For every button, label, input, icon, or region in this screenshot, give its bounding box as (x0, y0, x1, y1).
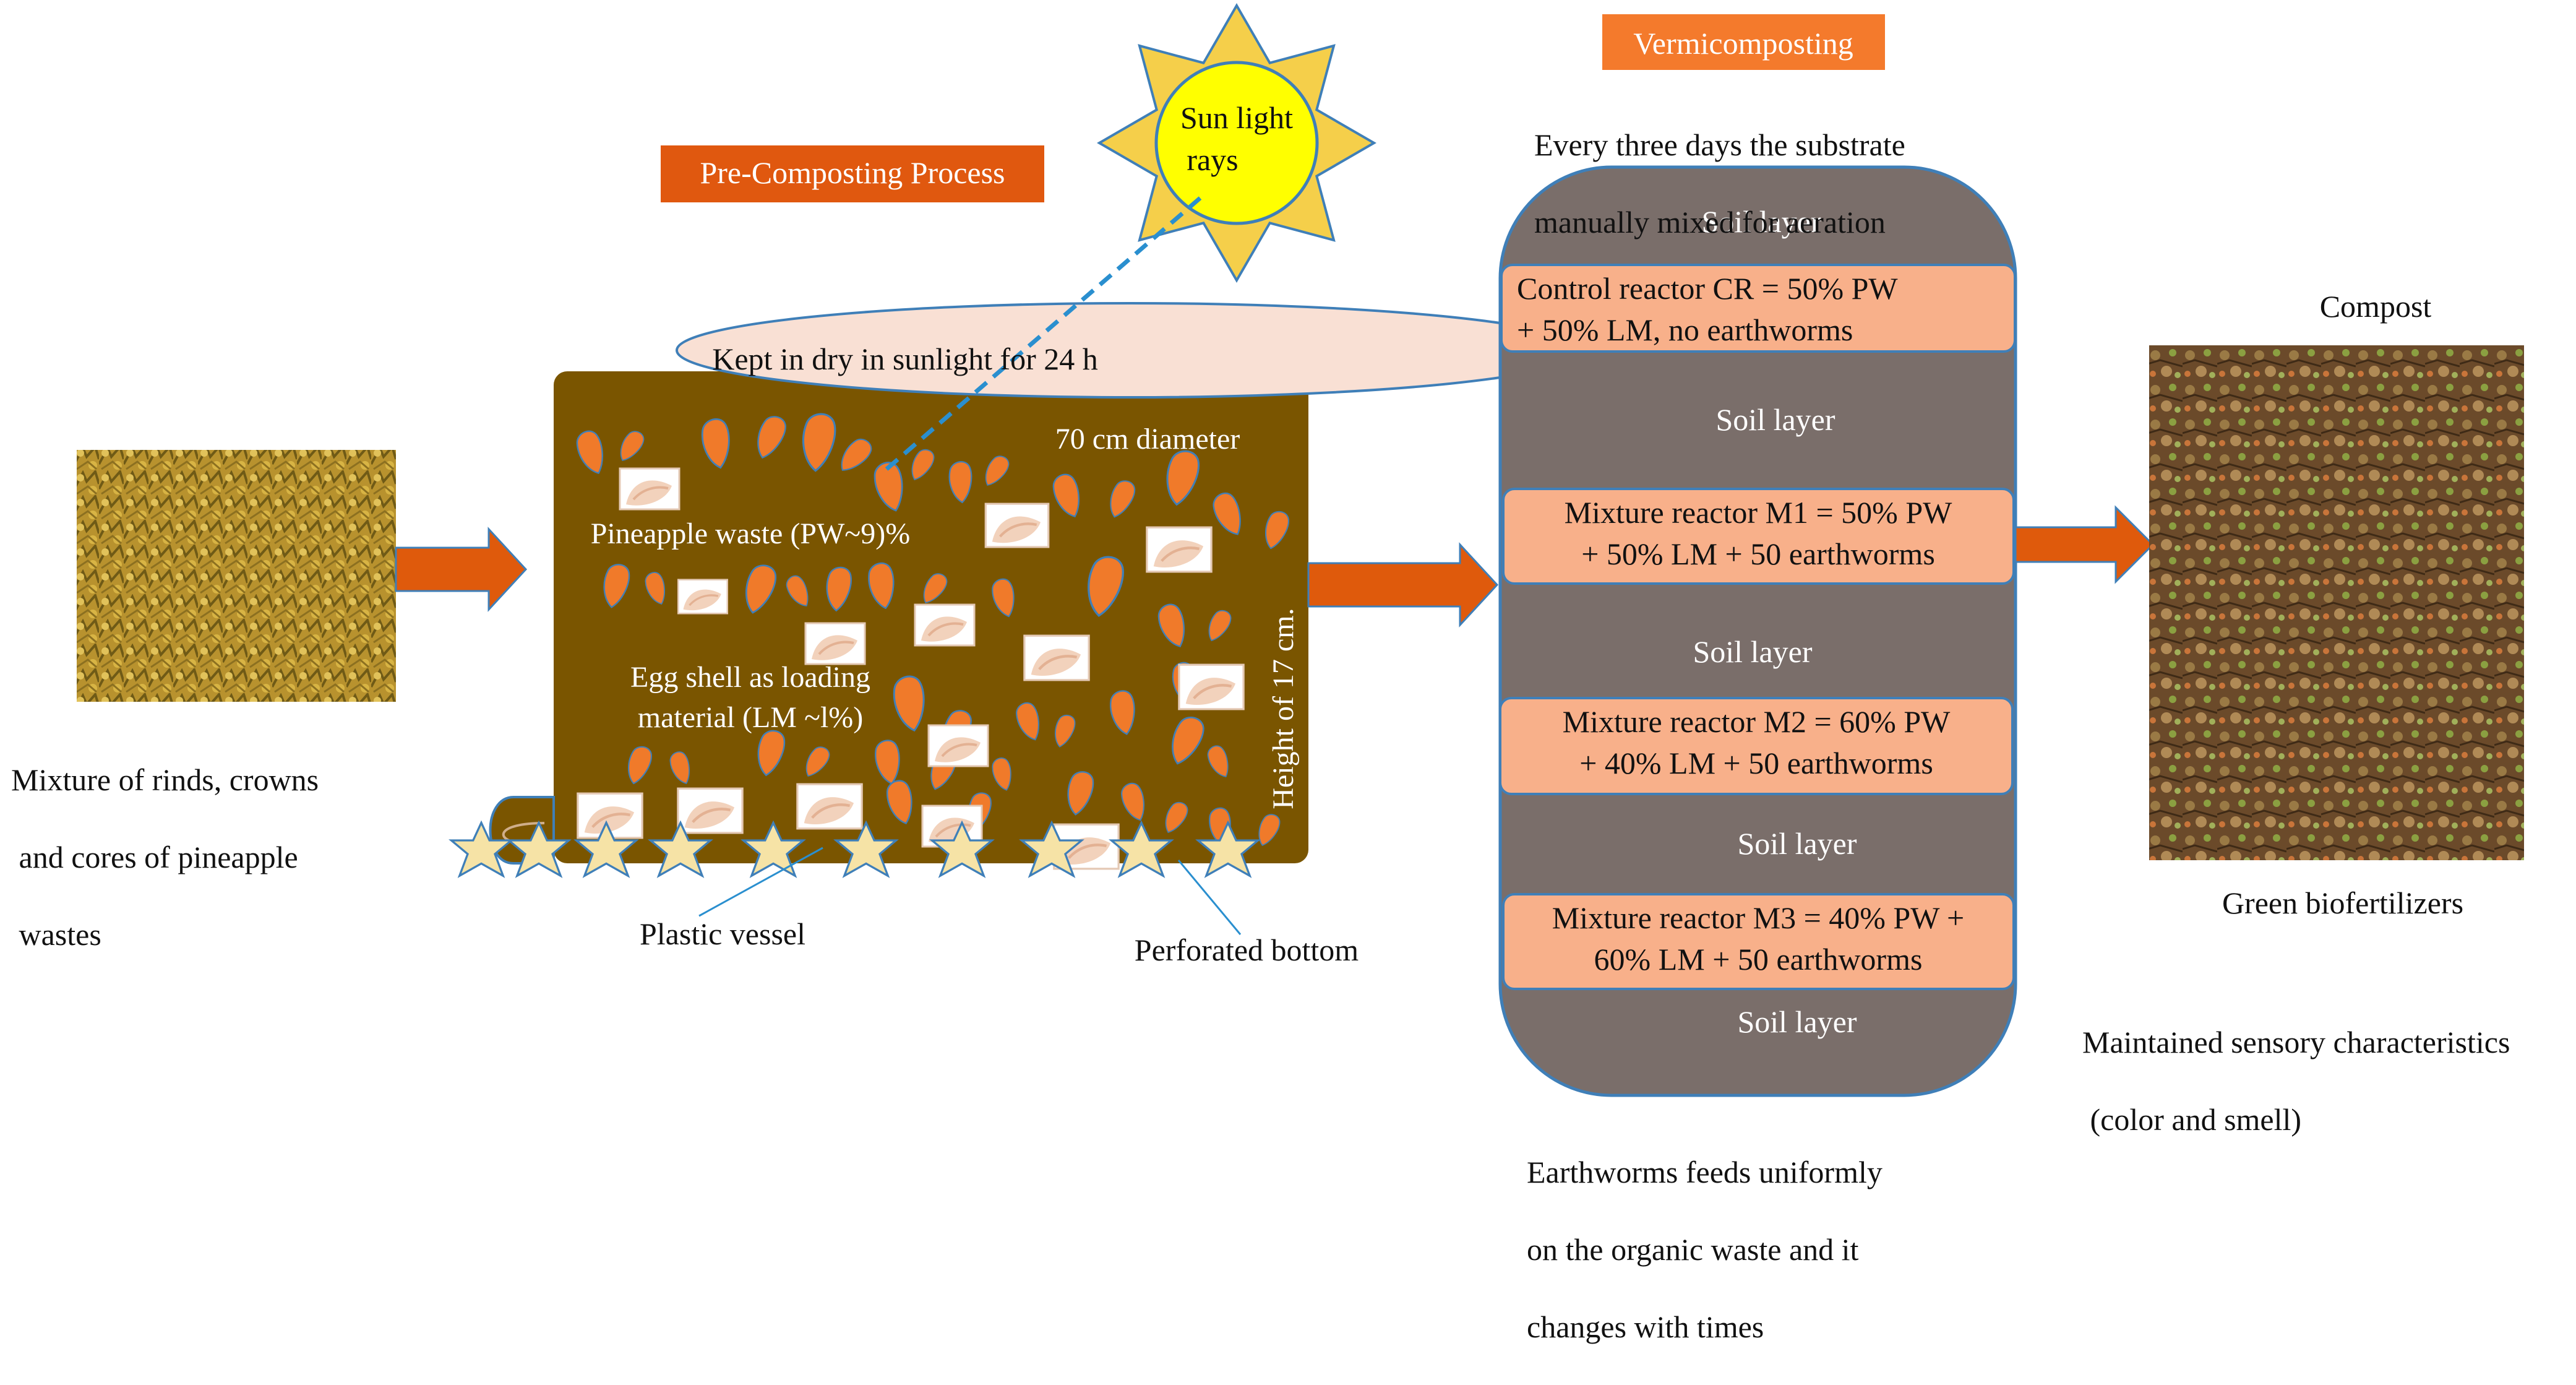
egg-shell (929, 725, 988, 766)
vermi-footer-line: on the organic waste and it (1527, 1232, 1859, 1267)
compost-title: Compost (2320, 289, 2432, 324)
reactor-label: + 40% LM + 50 earthworms (1579, 746, 1933, 780)
reactor-mixtures: Control reactor CR = 50% PW + 50% LM, no … (1499, 204, 2016, 1039)
soil-layer-label: Soil layer (1737, 1004, 1857, 1039)
egg-shell (915, 605, 974, 645)
egg-shell-label-line-1: Egg shell as loading (630, 661, 870, 694)
precompost-title: Pre-Composting Process (700, 155, 1005, 190)
reactor-label: 60% LM + 50 earthworms (1594, 942, 1923, 977)
vessel-pointer-line (698, 847, 823, 917)
output-note-line: Maintained sensory characteristics (2082, 1024, 2510, 1059)
egg-shell (1179, 665, 1243, 709)
vessel-label: Plastic vessel (640, 917, 805, 951)
egg-shell (1147, 527, 1211, 572)
output-note: Maintained sensory characteristics (colo… (2082, 984, 2510, 1178)
arrow-to-reactor (1307, 542, 1499, 628)
pineapple-waste-label: Pineapple waste (PW~9)% (591, 517, 911, 550)
vermicomposting-reactor (1498, 165, 2017, 1097)
arrow-to-compost (2014, 505, 2155, 584)
vermi-note-line: manually mixed for aeration (1534, 204, 1886, 239)
sun-label-line-2: rays (1187, 142, 1238, 177)
vermi-title: Vermicomposting (1633, 26, 1853, 61)
pineapple-waste-photo (77, 450, 396, 702)
reactor-box (1500, 264, 2016, 353)
egg-shell (1024, 636, 1089, 680)
compost-caption: Green biofertilizers (2222, 886, 2463, 920)
egg-shell (797, 784, 862, 829)
soil-layer-label: Soil layer (1693, 634, 1812, 669)
egg-shell (985, 504, 1048, 547)
vermi-note: Every three days the substrate manually … (1534, 87, 1905, 280)
reactor-label: Control reactor CR = 50% PW (1517, 271, 1898, 306)
diameter-label: 70 cm diameter (1055, 423, 1240, 455)
egg-shell (678, 788, 742, 833)
reactor-label: Mixture reactor M1 = 50% PW (1565, 495, 1952, 530)
reactor-label: Mixture reactor M3 = 40% PW + (1552, 900, 1964, 935)
sun-label-line-1: Sun light (1180, 100, 1293, 135)
arrow-to-vessel (395, 527, 528, 612)
lid-label: Kept in dry in sunlight for 24 h (712, 342, 1098, 376)
egg-shell-label-line-2: material (LM ~l%) (638, 701, 864, 734)
input-caption-line: Mixture of rinds, crowns (11, 762, 319, 797)
precompost-title-box (661, 145, 1044, 202)
reactor-label: + 50% LM, no earthworms (1517, 313, 1853, 347)
soil-layer-label: Soil layer (1737, 826, 1857, 861)
reactor-label: + 50% LM + 50 earthworms (1581, 537, 1935, 571)
soil-layer-label: Soil layer (1701, 204, 1821, 239)
bottom-pointer-line (1177, 860, 1242, 935)
compost-photo (2149, 345, 2524, 860)
reactor-label: Mixture reactor M2 = 60% PW (1563, 704, 1951, 739)
input-caption: Mixture of rinds, crowns and cores of pi… (11, 722, 319, 993)
egg-shell (677, 579, 729, 615)
egg-shell (620, 468, 679, 509)
output-note-line: (color and smell) (2082, 1102, 2302, 1137)
soil-layer-label: Soil layer (1715, 402, 1835, 437)
reactor-box (1502, 893, 2015, 990)
input-caption-line: wastes (11, 917, 101, 952)
input-caption-line: and cores of pineapple (11, 839, 298, 874)
sun-icon (1097, 3, 1376, 283)
diagram-canvas: Control reactor CR = 50% PW + 50% LM, no … (77, 3, 2524, 1097)
vermi-note-line: Every three days the substrate (1534, 127, 1905, 162)
egg-shell (804, 622, 866, 665)
vermi-title-box (1602, 14, 1885, 70)
reactor-box (1502, 488, 2015, 585)
height-label: Height of 17 cm. (1267, 608, 1300, 809)
bottom-label: Perforated bottom (1135, 933, 1359, 967)
vermi-footer: Earthworms feeds uniformly on the organi… (1527, 1114, 1883, 1385)
reactor-box (1499, 697, 2014, 795)
vermi-footer-line: Earthworms feeds uniformly (1527, 1154, 1883, 1189)
vermi-footer-line: changes with times (1527, 1309, 1764, 1344)
